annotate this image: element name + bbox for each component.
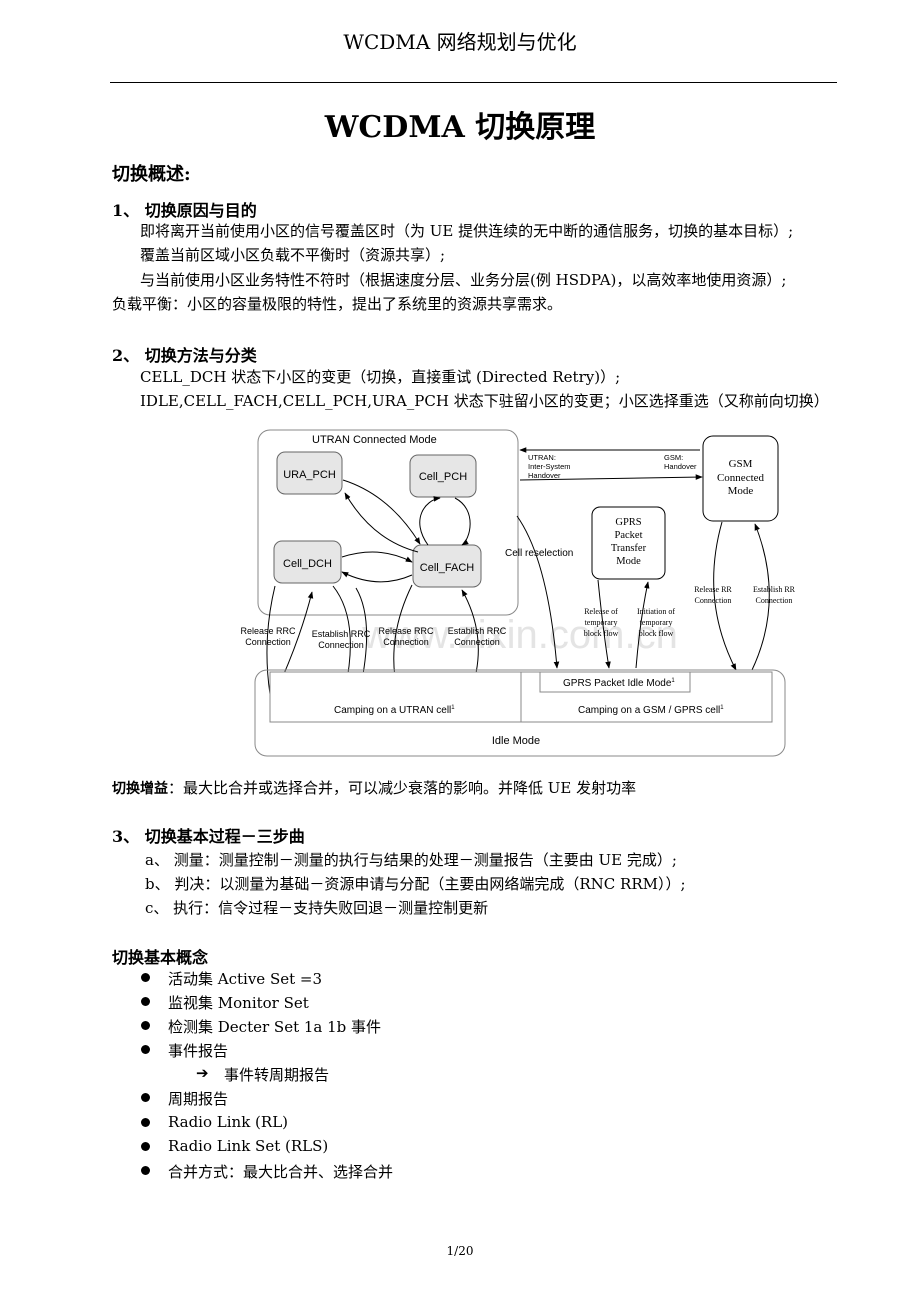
bullet-icon: [141, 1093, 150, 1102]
right-arrow-icon: ➔: [196, 1064, 209, 1082]
concept-subitem: 事件转周期报告: [224, 1066, 330, 1084]
release-rrc-label: Release RRC: [378, 626, 434, 636]
release-rrc-label: Connection: [383, 637, 429, 647]
utran-ho-label: UTRAN:: [528, 453, 556, 462]
concept-item: Radio Link Set (RLS): [168, 1137, 329, 1155]
camp-gsm-label: Camping on a GSM / GPRS cell1: [578, 705, 724, 716]
release-rr-label: Release RR: [694, 585, 732, 594]
section1-line: 与当前使用小区业务特性不符时（根据速度分层、业务分层(例 HSDPA)，以高效率…: [140, 271, 787, 289]
state-transition-diagram: www.zixin.com.cn UTRAN Connected Mode UR…: [240, 429, 796, 757]
release-tbf-label: block flow: [584, 629, 619, 638]
section2-line: CELL_DCH 状态下小区的变更（切换，直接重试 (Directed Retr…: [140, 368, 621, 386]
bullet-icon: [141, 997, 150, 1006]
release-rrc-label: Connection: [245, 637, 291, 647]
establish-rrc-label: Connection: [318, 640, 364, 650]
init-tbf-label: temporary: [640, 618, 673, 627]
gsm-ho-label: GSM:: [664, 453, 683, 462]
concept-item: Radio Link (RL): [168, 1113, 289, 1131]
gsm-ho-label: Handover: [664, 462, 697, 471]
bullet-icon: [141, 973, 150, 982]
concept-item: 事件报告: [168, 1042, 229, 1060]
page-number: 1/20: [446, 1244, 474, 1258]
overview-heading: 切换概述:: [112, 164, 191, 185]
section3-line: a、 测量：测量控制－测量的执行与结果的处理－测量报告（主要由 UE 完成）;: [145, 851, 677, 869]
cell-reselection-label: Cell reselection: [505, 548, 573, 559]
bullet-icon: [141, 1021, 150, 1030]
section3-line: b、 判决：以测量为基础－资源申请与分配（主要由网络端完成（RNC RRM））;: [145, 875, 686, 893]
document-title: WCDMA 切换原理: [324, 110, 596, 145]
header-rule: [110, 82, 837, 83]
init-tbf-label: block flow: [639, 629, 674, 638]
release-rrc-label: Release RRC: [240, 626, 296, 636]
gain-text: ：最大比合并或选择合并，可以减少衰落的影响。并降低 UE 发射功率: [168, 779, 637, 797]
concept-item: 监视集 Monitor Set: [168, 994, 309, 1012]
section1-line: 负载平衡：小区的容量极限的特性，提出了系统里的资源共享需求。: [112, 295, 563, 313]
establish-rrc-label: Connection: [454, 637, 500, 647]
establish-rrc-label: Establish RRC: [312, 629, 371, 639]
utran-ho-label: Handover: [528, 471, 561, 480]
bullet-icon: [141, 1045, 150, 1054]
gsm-mode-label: GSM: [729, 458, 753, 470]
bullet-icon: [141, 1118, 150, 1127]
utran-ho-label: Inter-System: [528, 462, 571, 471]
gprs-idle-label: GPRS Packet Idle Mode1: [563, 678, 675, 689]
section2-line: IDLE,CELL_FACH,CELL_PCH,URA_PCH 状态下驻留小区的…: [140, 392, 829, 410]
section1-line: 覆盖当前区域小区负载不平衡时（资源共享）;: [140, 246, 446, 264]
cell-dch-state: Cell_DCH: [283, 558, 332, 570]
gsm-mode-label: Connected: [717, 472, 765, 484]
release-rr-label: Connection: [695, 596, 732, 605]
concept-item: 周期报告: [168, 1090, 229, 1108]
concept-item: 活动集 Active Set =3: [168, 970, 323, 988]
gsm-mode-label: Mode: [728, 485, 754, 497]
establish-rr-label: Connection: [756, 596, 793, 605]
gain-paragraph: 切换增益：最大比合并或选择合并，可以减少衰落的影响。并降低 UE 发射功率: [112, 777, 636, 798]
section3-line: c、 执行：信令过程－支持失败回退－测量控制更新: [145, 899, 489, 917]
section3-heading: 3、 切换基本过程－三步曲: [112, 827, 305, 846]
init-tbf-label: Initiation of: [637, 607, 675, 616]
idle-mode-label: Idle Mode: [492, 735, 540, 747]
gain-label: 切换增益: [112, 781, 168, 797]
gprs-mode-label: Packet: [615, 530, 643, 541]
bullet-icon: [141, 1166, 150, 1175]
utran-mode-label: UTRAN Connected Mode: [312, 434, 437, 446]
concept-item: 检测集 Decter Set 1a 1b 事件: [168, 1018, 382, 1036]
release-tbf-label: temporary: [585, 618, 618, 627]
establish-rrc-label: Establish RRC: [448, 626, 507, 636]
camp-utran-label: Camping on a UTRAN cell1: [334, 705, 455, 716]
watermark: www.zixin.com.cn: [361, 613, 678, 657]
cell-fach-state: Cell_FACH: [420, 562, 474, 574]
gprs-mode-label: Transfer: [611, 543, 647, 554]
section2-heading: 2、 切换方法与分类: [112, 346, 257, 365]
establish-rr-label: Establish RR: [753, 585, 796, 594]
section1-heading: 1、 切换原因与目的: [112, 201, 257, 220]
bullet-icon: [141, 1142, 150, 1151]
cell-pch-state: Cell_PCH: [419, 471, 467, 483]
section1-line: 即将离开当前使用小区的信号覆盖区时（为 UE 提供连续的无中断的通信服务，切换的…: [140, 222, 794, 240]
gprs-mode-label: Mode: [616, 556, 641, 567]
concepts-heading: 切换基本概念: [112, 948, 209, 967]
concept-item: 合并方式：最大比合并、选择合并: [168, 1163, 394, 1181]
ura-pch-state: URA_PCH: [283, 469, 336, 481]
release-tbf-label: Release of: [584, 607, 618, 616]
page-header-title: WCDMA 网络规划与优化: [343, 30, 577, 54]
gprs-mode-label: GPRS: [615, 517, 641, 528]
